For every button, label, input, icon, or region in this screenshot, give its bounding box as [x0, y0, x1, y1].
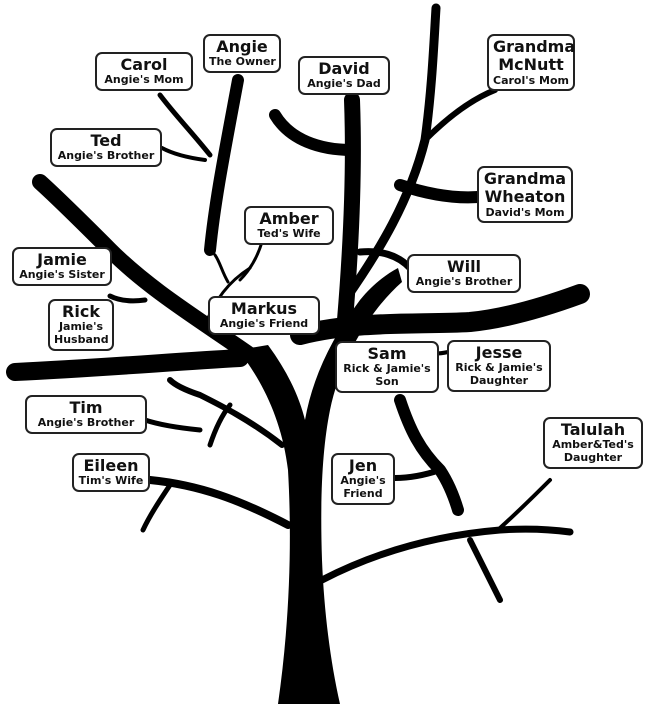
ted-name: Ted [90, 131, 122, 150]
angie-role: The Owner [209, 55, 276, 69]
eileen-name: Eileen [83, 456, 139, 475]
tree-trunk [238, 268, 402, 704]
jen-name: Jen [348, 456, 378, 475]
tim-node: Tim Angie's Brother [25, 395, 147, 435]
jesse-name: Jesse [475, 343, 523, 362]
amber-node: Amber Ted's Wife [244, 206, 334, 246]
eileen-role: Tim's Wife [78, 474, 144, 488]
branch-eileen-twig [140, 482, 173, 533]
jen-node: Jen Angie's Friend [331, 453, 395, 505]
branch-right-long [290, 284, 590, 345]
wheaton-name-line2: Wheaton [484, 187, 566, 207]
branch-lower-right [318, 525, 574, 584]
branch-to-will [356, 248, 414, 272]
branch-to-jen [394, 394, 464, 516]
jamie-role: Angie's Sister [19, 268, 105, 282]
rick-name: Rick [62, 302, 100, 321]
carol-node: Carol Angie's Mom [95, 52, 193, 92]
amber-name: Amber [259, 209, 319, 228]
eileen-node: Eileen Tim's Wife [72, 453, 150, 493]
jesse-role-line1: Rick & Jamie's [455, 361, 543, 375]
will-node: Will Angie's Brother [407, 254, 521, 294]
grandma-mcnutt-node: Grandma McNutt Carol's Mom [487, 34, 576, 92]
tim-name: Tim [69, 398, 103, 417]
jesse-role-line2: Daughter [469, 374, 529, 388]
angie-name: Angie [216, 37, 268, 56]
branch-to-markus [203, 266, 252, 327]
branch-to-eileen [146, 476, 292, 529]
rick-node: Rick Jamie's Husband [48, 299, 114, 351]
amber-role: Ted's Wife [257, 227, 321, 241]
branch-to-wheaton [394, 179, 494, 204]
talulah-role-line1: Amber&Ted's [552, 438, 634, 452]
branch-left-long [6, 349, 249, 381]
branch-to-rick [107, 293, 148, 304]
sam-name: Sam [367, 344, 407, 363]
angie-node: Angie The Owner [203, 34, 281, 74]
david-name: David [318, 59, 370, 78]
carol-name: Carol [120, 55, 168, 74]
david-role: Angie's Dad [307, 77, 381, 91]
branch-to-mcnutt [422, 87, 498, 143]
branch-to-talulah [498, 478, 552, 530]
sam-role-line1: Rick & Jamie's [343, 362, 431, 376]
talulah-node: Talulah Amber&Ted's Daughter [543, 417, 643, 469]
branch-central-hook [269, 109, 358, 156]
carol-role: Angie's Mom [104, 73, 184, 87]
talulah-role-line2: Daughter [563, 451, 623, 465]
sam-node: Sam Rick & Jamie's Son [335, 341, 439, 393]
sam-role-line2: Son [375, 375, 399, 389]
wheaton-role: David's Mom [485, 205, 565, 219]
mcnutt-name-line2: McNutt [498, 55, 564, 75]
mcnutt-role: Carol's Mom [493, 73, 569, 87]
grandma-wheaton-node: Grandma Wheaton David's Mom [477, 166, 573, 224]
branch-to-ted [160, 146, 207, 162]
rick-role-line2: Husband [54, 333, 109, 347]
talulah-name: Talulah [560, 420, 626, 439]
branch-to-angie [204, 74, 244, 256]
branch-tim-twig [207, 402, 233, 448]
rick-role-line1: Jamie's [58, 320, 104, 334]
markus-node: Markus Angie's Friend [208, 296, 320, 336]
branch-to-tim [142, 417, 203, 433]
jesse-node: Jesse Rick & Jamie's Daughter [447, 340, 551, 392]
twig-markus [213, 253, 230, 284]
jamie-name: Jamie [37, 250, 87, 269]
tim-role: Angie's Brother [37, 416, 135, 430]
branch-lower-left [167, 377, 285, 448]
will-role: Angie's Brother [415, 275, 513, 289]
david-node: David Angie's Dad [298, 56, 390, 96]
jen-role-line2: Friend [343, 487, 383, 501]
ted-role: Angie's Brother [57, 149, 155, 163]
branch-talulah-twig [467, 537, 503, 603]
ted-node: Ted Angie's Brother [50, 128, 162, 168]
wheaton-name-line1: Grandma [483, 169, 567, 188]
markus-name: Markus [230, 299, 298, 318]
will-name: Will [446, 257, 482, 276]
mcnutt-name-line1: Grandma [493, 37, 576, 56]
branch-jen-twig [392, 467, 443, 481]
markus-role: Angie's Friend [219, 317, 309, 331]
jen-role-line1: Angie's [340, 474, 386, 488]
branch-to-carol [157, 92, 213, 158]
jamie-node: Jamie Angie's Sister [12, 247, 112, 287]
